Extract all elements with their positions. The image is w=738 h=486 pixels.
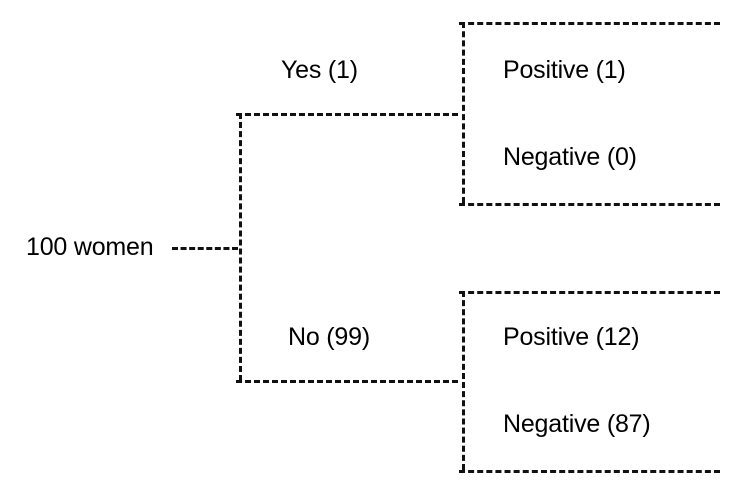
yes-split-spine <box>462 22 465 203</box>
leaf-label-yes-positive: Positive (1) <box>503 56 626 84</box>
leaf-label-no-positive: Positive (12) <box>503 323 640 351</box>
leaf-label-yes-negative: Negative (0) <box>503 143 637 171</box>
first-split-spine <box>239 113 242 381</box>
leaf-arm-no-positive <box>459 291 720 294</box>
leaf-arm-yes-negative <box>459 203 720 206</box>
branch-arm-yes <box>236 113 458 116</box>
branch-label-no: No (99) <box>288 323 370 351</box>
branch-label-yes: Yes (1) <box>281 56 358 84</box>
leaf-arm-no-negative <box>459 470 720 473</box>
leaf-label-no-negative: Negative (87) <box>503 410 651 438</box>
root-connector-line <box>172 247 238 250</box>
root-label-100-women: 100 women <box>26 233 154 261</box>
branch-arm-no <box>236 380 458 383</box>
no-split-spine <box>462 291 465 470</box>
leaf-arm-yes-positive <box>459 22 720 25</box>
